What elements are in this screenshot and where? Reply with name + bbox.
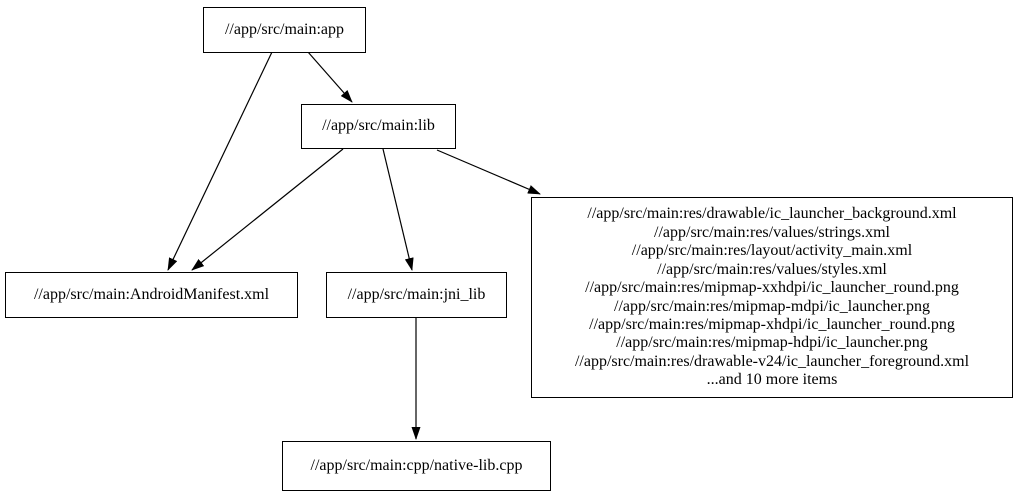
node-res-group: //app/src/main:res/drawable/ic_launcher_… bbox=[531, 197, 1013, 398]
res-file-line: //app/src/main:res/mipmap-hdpi/ic_launch… bbox=[616, 334, 928, 352]
res-file-line: //app/src/main:res/drawable-v24/ic_launc… bbox=[574, 352, 970, 370]
res-file-line: //app/src/main:res/mipmap-xxhdpi/ic_laun… bbox=[585, 279, 959, 297]
node-app: //app/src/main:app bbox=[203, 7, 366, 53]
node-native-lib-cpp: //app/src/main:cpp/native-lib.cpp bbox=[282, 441, 551, 491]
res-file-line: //app/src/main:res/mipmap-xhdpi/ic_launc… bbox=[589, 315, 955, 333]
edge-app-to-lib bbox=[307, 51, 353, 103]
edge-app-to-manifest bbox=[167, 51, 273, 271]
node-android-manifest: //app/src/main:AndroidManifest.xml bbox=[5, 272, 298, 318]
res-file-line: //app/src/main:res/drawable/ic_launcher_… bbox=[587, 205, 957, 223]
res-file-line: //app/src/main:res/values/strings.xml bbox=[654, 223, 890, 241]
edge-lib-to-manifest bbox=[191, 148, 344, 271]
node-lib: //app/src/main:lib bbox=[301, 104, 456, 149]
edge-lib-to-res bbox=[436, 149, 541, 195]
res-file-line: //app/src/main:res/mipmap-mdpi/ic_launch… bbox=[614, 297, 930, 315]
res-more-items-line: ...and 10 more items bbox=[706, 371, 838, 389]
res-file-line: //app/src/main:res/values/styles.xml bbox=[657, 260, 887, 278]
node-jni-lib: //app/src/main:jni_lib bbox=[326, 272, 507, 318]
res-file-line: //app/src/main:res/layout/activity_main.… bbox=[631, 242, 913, 260]
edge-lib-to-jni-lib bbox=[382, 148, 414, 271]
